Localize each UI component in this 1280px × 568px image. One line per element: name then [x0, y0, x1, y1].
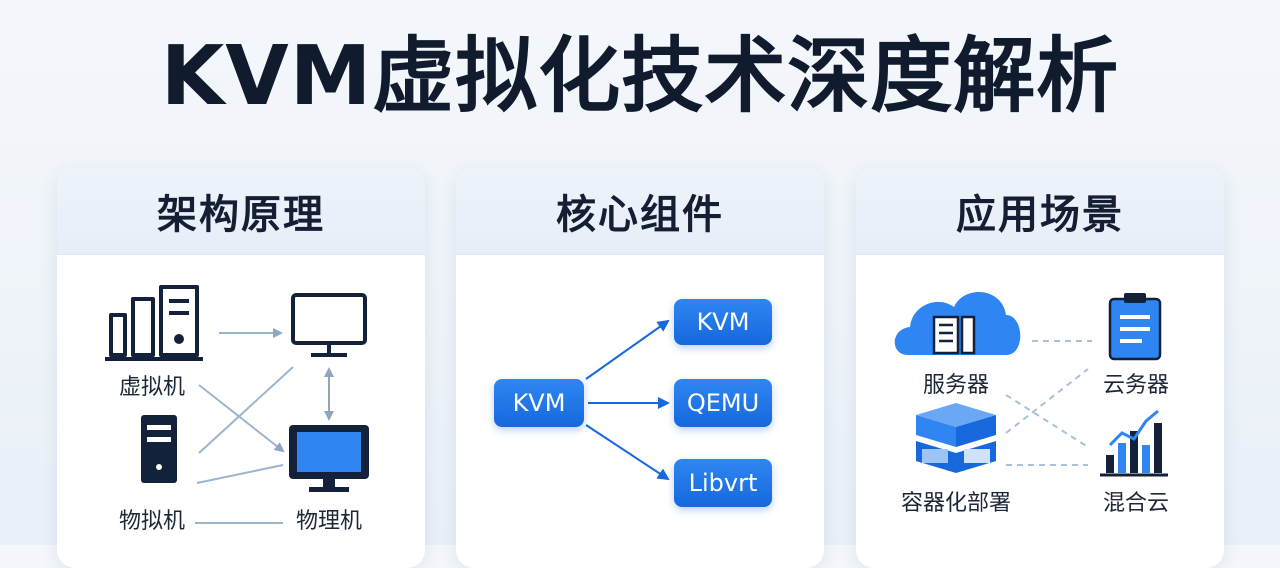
connector-dashed [1005, 394, 1089, 448]
panel-components: 核心组件 KVM KVM QEMU Libvrt [456, 168, 824, 568]
container-stack-icon [916, 403, 996, 473]
connector-arrow [198, 384, 285, 453]
monitor-icon [291, 293, 367, 357]
page-title: KVM虚拟化技术深度解析 [160, 29, 1120, 124]
panel-title: 架构原理 [157, 192, 325, 238]
label-vm: 虚拟机 [118, 375, 186, 400]
monitor-icon [289, 425, 369, 492]
cloud-server-icon [894, 292, 1021, 355]
component-kvm: KVM [674, 299, 772, 345]
component-source: KVM [494, 379, 584, 427]
label-phys-vm: 物拟机 [118, 509, 186, 534]
server-tower-icon [105, 285, 203, 361]
scenarios-diagram [894, 292, 1168, 477]
panel-title: 核心组件 [556, 192, 724, 238]
clipboard-icon [1108, 293, 1162, 361]
panel-architecture: 架构原理 [57, 168, 425, 568]
panel-header: 应用场景 [856, 168, 1224, 255]
component-source-label: KVM [512, 389, 566, 417]
label-physical: 物理机 [295, 509, 363, 534]
connector-arrow [585, 319, 670, 380]
connector-arrow [585, 424, 670, 481]
panel-body: KVM KVM QEMU Libvrt [456, 255, 824, 568]
server-rack-icon [141, 415, 177, 483]
components-diagram [585, 319, 670, 481]
label-hybrid: 混合云 [1102, 491, 1170, 516]
architecture-diagram [105, 285, 369, 524]
panel-title: 应用场景 [956, 192, 1124, 238]
panel-body: 服务器 云务器 容器化部署 混合云 [856, 255, 1224, 568]
connector-line [198, 366, 294, 454]
panel-header: 核心组件 [456, 168, 824, 255]
component-libvirt-label: Libvrt [688, 469, 758, 497]
connector-line [196, 464, 284, 484]
panel-header: 架构原理 [57, 168, 425, 255]
panel-scenarios: 应用场景 [856, 168, 1224, 568]
connector-dashed [1005, 368, 1089, 434]
label-container: 容器化部署 [900, 491, 1012, 516]
component-kvm-label: KVM [696, 308, 750, 336]
panel-body: 虚拟机 物拟机 物理机 [57, 255, 425, 568]
component-qemu-label: QEMU [686, 389, 760, 417]
label-cloud-server: 云务器 [1102, 373, 1170, 398]
component-qemu: QEMU [674, 379, 772, 427]
bar-chart-icon [1100, 409, 1168, 477]
component-libvirt: Libvrt [674, 459, 772, 507]
label-server: 服务器 [922, 373, 990, 398]
